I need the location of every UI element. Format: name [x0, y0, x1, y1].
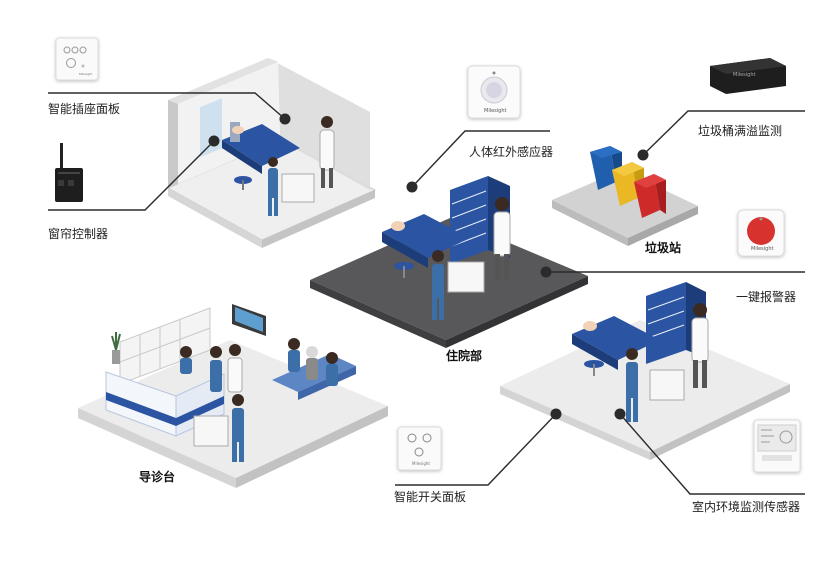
ward-room-two [500, 282, 790, 460]
callout-dot-pir [406, 181, 418, 193]
sos-button-icon [737, 209, 785, 257]
brand-mark-bin: Milesight [733, 72, 756, 78]
curtain-controller-icon [55, 143, 83, 202]
callout-dot-switch [550, 408, 562, 420]
zone-garbage-station: 垃圾站 [645, 241, 682, 255]
garbage-station [552, 146, 698, 246]
label-sos-button: 一键报警器 [736, 290, 797, 304]
callout-line-curtain [48, 140, 215, 211]
env-sensor-icon [753, 419, 801, 473]
callout-lines [48, 92, 805, 495]
zone-triage-desk: 导诊台 [139, 470, 176, 484]
zone-inpatient-dept: 住院部 [446, 349, 483, 363]
callout-dot-socket [279, 113, 291, 125]
socket-panel-icon [55, 37, 99, 81]
callout-line-switch [395, 413, 557, 486]
pir-sensor-icon [467, 65, 521, 119]
label-pir-sensor: 人体红外感应器 [469, 145, 554, 159]
callout-dot-curtain [208, 135, 220, 147]
label-socket-panel: 智能插座面板 [48, 102, 121, 116]
callout-line-socket [48, 92, 286, 120]
ward-room [166, 58, 377, 248]
inpatient-room [310, 176, 588, 348]
callout-dot-bin [637, 149, 649, 161]
brand-mark-sos: Milesight [751, 246, 774, 252]
callout-line-bin [642, 110, 805, 156]
label-env-sensor: 室内环境监测传感器 [692, 500, 801, 514]
triage-area [78, 304, 388, 488]
brand-mark-pir: Milesight [484, 108, 507, 114]
callout-dots [208, 113, 649, 420]
label-curtain-controller: 窗帘控制器 [48, 227, 109, 241]
callout-dot-env [614, 408, 626, 420]
callout-dot-sos [540, 266, 552, 278]
brand-mark-socket: Milesight [79, 72, 93, 76]
label-smart-switch: 智能开关面板 [394, 490, 467, 504]
smart-switch-icon [397, 426, 442, 471]
callout-line-env [619, 413, 805, 495]
label-bin-overflow: 垃圾桶满溢监测 [698, 124, 783, 138]
brand-mark-switch: Milesight [412, 461, 430, 466]
bin-overflow-sensor-icon [710, 58, 786, 94]
callout-line-pir [411, 130, 550, 188]
